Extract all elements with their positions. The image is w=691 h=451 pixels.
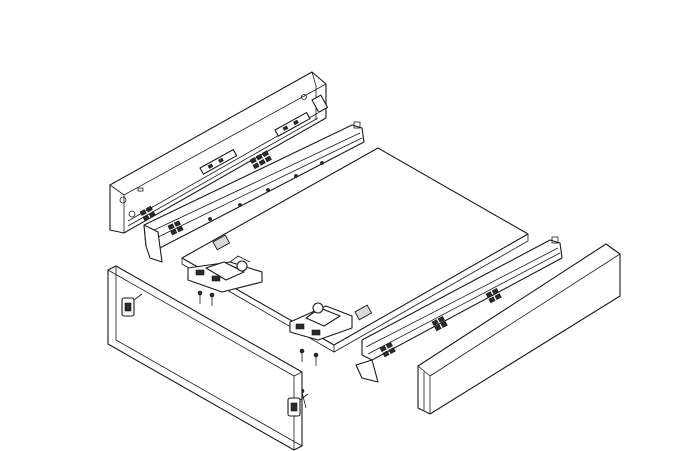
drawer-bottom-panel [181,147,529,353]
side-panel-right [417,243,621,415]
front-panel [107,265,303,451]
locking-device-left [187,255,263,293]
drawer-runner-right [355,236,563,383]
locking-device-right [289,302,353,341]
front-fixing-bracket-right [287,393,309,417]
drawer-runner-left [143,121,365,263]
side-panel-left [109,71,329,234]
front-fixing-bracket-left [121,293,143,317]
